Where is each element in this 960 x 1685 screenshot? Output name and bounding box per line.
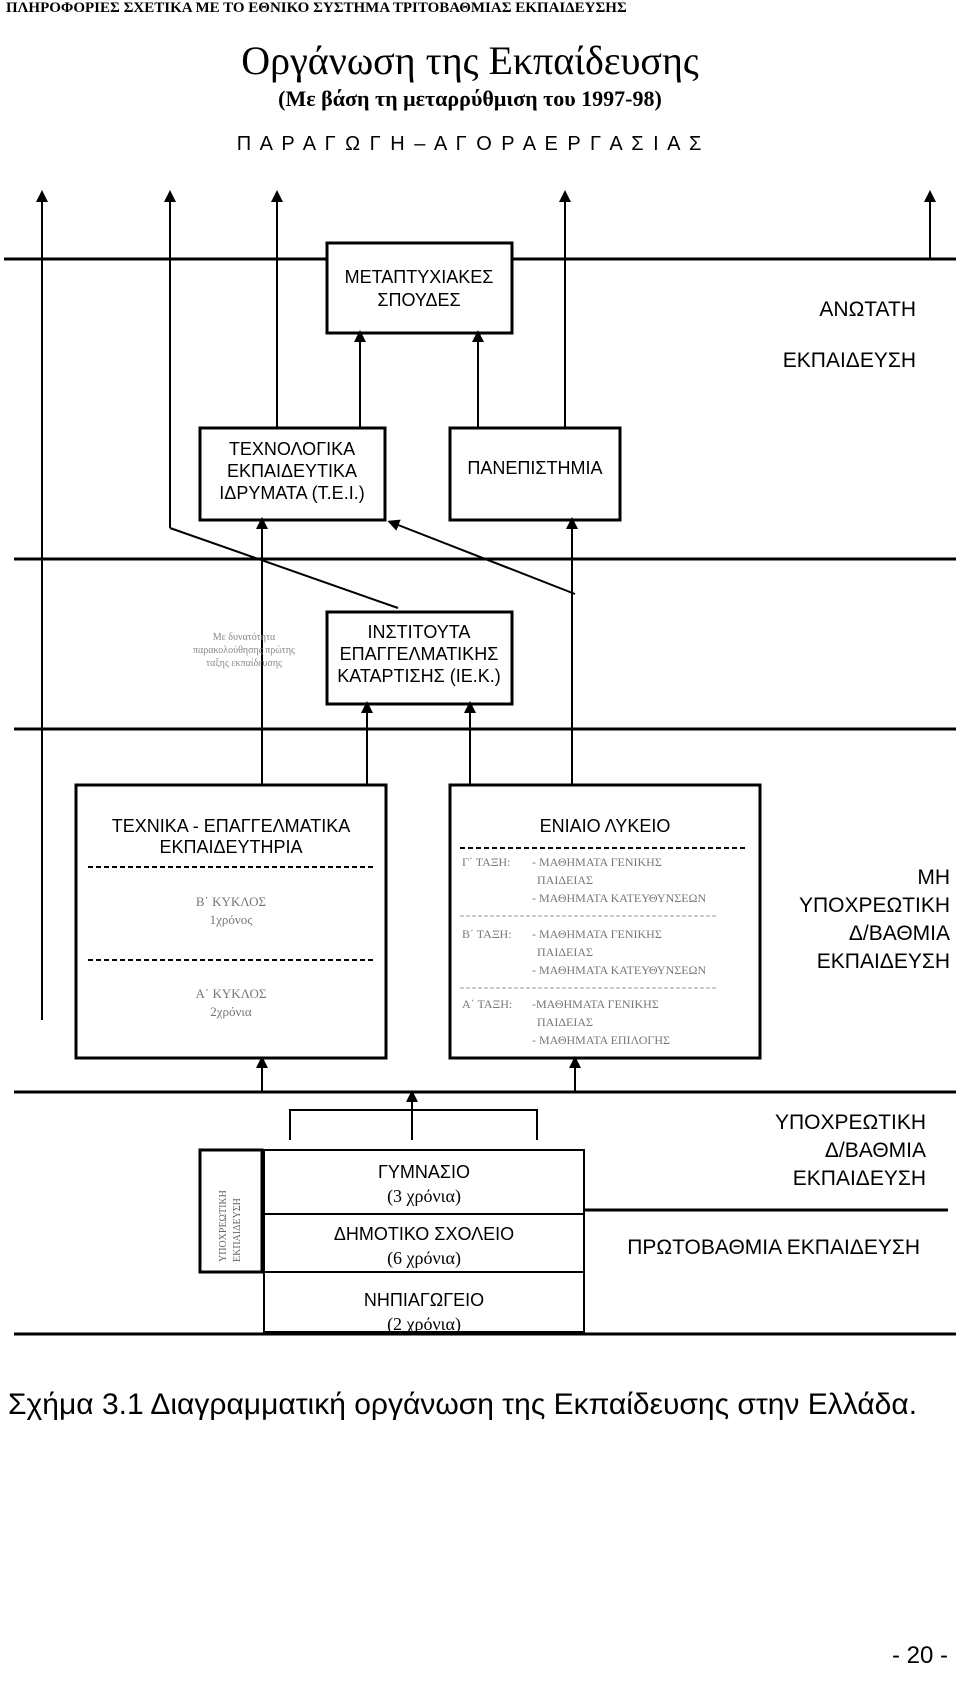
tei-line-1: ΤΕΧΝΟΛΟΓΙΚΑ [229, 439, 355, 459]
lyceum-grade-b-direction: - ΜΑΘΗΜΑΤΑ ΚΑΤΕΥΘΥΝΣΕΩΝ [532, 963, 706, 977]
lyceum-box: ΕΝΙΑΙΟ ΛΥΚΕΙΟ Γ΄ ΤΑΞΗ: - ΜΑΘΗΜΑΤΑ ΓΕΝΙΚΗ… [448, 783, 762, 1060]
level-labels: ΑΝΩΤΑΤΗ ΕΚΠΑΙΔΕΥΣΗ ΜΗ ΥΠΟΧΡΕΩΤΙΚΗ Δ/ΒΑΘΜ… [627, 298, 950, 1259]
compulsory-vertical-box: ΥΠΟΧΡΕΩΤΙΚΗ ΕΚΠΑΙΔΕΥΣΗ [198, 1148, 264, 1274]
gymnasium-duration: (3 χρόνια) [387, 1186, 461, 1207]
lyceum-grade-c-general: - ΜΑΘΗΜΑΤΑ ΓΕΝΙΚΗΣ [532, 855, 662, 869]
lyceum-grade-a-general: -ΜΑΘΗΜΑΤΑ ΓΕΝΙΚΗΣ [532, 997, 659, 1011]
level-separators [4, 257, 956, 1336]
iek-line-2: ΕΠΑΓΓΕΛΜΑΤΙΚΗΣ [340, 644, 499, 664]
iek-line-1: ΙΝΣΤΙΤΟΥΤΑ [368, 622, 471, 642]
compulsory-vertical-line-1: ΥΠΟΧΡΕΩΤΙΚΗ [218, 1190, 229, 1262]
iek-note-line-2: παρακολούθησης πρώτης [193, 645, 295, 656]
level-noncompulsory-line-4: ΕΚΠΑΙΔΕΥΣΗ [817, 950, 950, 973]
basic-education-stack: ΓΥΜΝΑΣΙΟ (3 χρόνια) ΔΗΜΟΤΙΚΟ ΣΧΟΛΕΙΟ (6 … [263, 1149, 585, 1335]
tee-cycle-b: Β΄ ΚΥΚΛΟΣ [196, 894, 266, 909]
level-noncompulsory-line-3: Δ/ΒΑΘΜΙΑ [849, 922, 950, 945]
connector-tee-to-tei [169, 527, 399, 609]
header-banner: ΠΛΗΡΟΦΟΡΙΕΣ ΣΧΕΤΙΚΑ ΜΕ ΤΟ ΕΘΝΙΚΟ ΣΥΣΤΗΜΑ… [6, 0, 627, 16]
postgraduate-box: ΜΕΤΑΠΤΥΧΙΑΚΕΣ ΣΠΟΥΔΕΣ [325, 241, 514, 335]
education-system-diagram: ΠΛΗΡΟΦΟΡΙΕΣ ΣΧΕΤΙΚΑ ΜΕ ΤΟ ΕΘΝΙΚΟ ΣΥΣΤΗΜΑ… [4, 0, 956, 1336]
tee-title-line-1: ΤΕΧΝΙΚΑ - ΕΠΑΓΓΕΛΜΑΤΙΚΑ [112, 816, 351, 836]
iek-note: Με δυνατότητα παρακολούθησης πρώτης ταξη… [193, 632, 295, 669]
lyceum-grade-b-general: - ΜΑΘΗΜΑΤΑ ΓΕΝΙΚΗΣ [532, 927, 662, 941]
lyceum-grade-a-electives: - ΜΑΘΗΜΑΤΑ ΕΠΙΛΟΓΗΣ [532, 1033, 670, 1047]
level-higher-line-1: ΑΝΩΤΑΤΗ [819, 298, 916, 321]
iek-line-3: ΚΑΤΑΡΤΙΣΗΣ (ΙΕ.Κ.) [337, 666, 501, 686]
gymnasium-label: ΓΥΜΝΑΣΙΟ [378, 1162, 470, 1182]
tei-line-2: ΕΚΠΑΙΔΕΥΤΙΚΑ [227, 461, 357, 481]
compulsory-vertical-line-2: ΕΚΠΑΙΔΕΥΣΗ [232, 1198, 243, 1262]
labor-market-arrows [36, 190, 936, 1020]
lyceum-grade-b-paideias: ΠΑΙΔΕΙΑΣ [537, 945, 593, 959]
connector-lines [169, 517, 578, 785]
labor-market-label: Π Α Ρ Α Γ Ω Γ Η – Α Γ Ο Ρ Α Ε Ρ Γ Α Σ Ι … [237, 133, 704, 155]
kindergarten-label: ΝΗΠΙΑΓΩΓΕΙΟ [364, 1290, 484, 1310]
lyceum-grade-a: Α΄ ΤΑΞΗ: [462, 997, 512, 1011]
level-compulsory-line-1: ΥΠΟΧΡΕΩΤΙΚΗ [775, 1111, 926, 1134]
lyceum-grade-c-direction: - ΜΑΘΗΜΑΤΑ ΚΑΤΕΥΘΥΝΣΕΩΝ [532, 891, 706, 905]
tee-cycle-a: Α΄ ΚΥΚΛΟΣ [196, 986, 267, 1001]
lyceum-grade-c: Γ΄ ΤΑΞΗ: [462, 855, 510, 869]
level-noncompulsory-line-1: ΜΗ [917, 866, 950, 889]
primary-school-label: ΔΗΜΟΤΙΚΟ ΣΧΟΛΕΙΟ [334, 1224, 514, 1244]
lyceum-grade-b: Β΄ ΤΑΞΗ: [462, 927, 512, 941]
lyceum-grade-c-paideias: ΠΑΙΔΕΙΑΣ [537, 873, 593, 887]
figure-caption: Σχήμα 3.1 Διαγραμματική οργάνωση της Εκπ… [8, 1388, 918, 1421]
level-primary-label: ΠΡΩΤΟΒΑΘΜΙΑ ΕΚΠΑΙΔΕΥΣΗ [627, 1236, 920, 1259]
lyceum-title: ΕΝΙΑΙΟ ΛΥΚΕΙΟ [540, 816, 671, 836]
lyceum-grade-a-paideias: ΠΑΙΔΕΙΑΣ [537, 1015, 593, 1029]
gymnasium-outflow [256, 1056, 581, 1140]
level-compulsory-line-3: ΕΚΠΑΙΔΕΥΣΗ [793, 1167, 926, 1190]
tee-cycle-a-duration: 2χρόνια [210, 1004, 252, 1019]
tei-box: ΤΕΧΝΟΛΟΓΙΚΑ ΕΚΠΑΙΔΕΥΤΙΚΑ ΙΔΡΥΜΑΤΑ (Τ.Ε.Ι… [198, 426, 387, 522]
diagram-subtitle: (Με βάση τη μεταρρύθμιση του 1997-98) [278, 86, 662, 111]
postgraduate-line-1: ΜΕΤΑΠΤΥΧΙΑΚΕΣ [345, 267, 494, 287]
diagram-title: Οργάνωση της Εκπαίδευσης [241, 38, 699, 83]
tee-box: ΤΕΧΝΙΚΑ - ΕΠΑΓΓΕΛΜΑΤΙΚΑ ΕΚΠΑΙΔΕΥΤΗΡΙΑ Β΄… [74, 783, 388, 1060]
arrow-diag-to-university [387, 519, 576, 595]
tei-line-3: ΙΔΡΥΜΑΤΑ (Τ.Ε.Ι.) [219, 483, 364, 503]
iek-box: ΙΝΣΤΙΤΟΥΤΑ ΕΠΑΓΓΕΛΜΑΤΙΚΗΣ ΚΑΤΑΡΤΙΣΗΣ (ΙΕ… [325, 610, 514, 706]
iek-note-line-1: Με δυνατότητα [213, 632, 276, 643]
primary-school-duration: (6 χρόνια) [387, 1248, 461, 1269]
tee-title-line-2: ΕΚΠΑΙΔΕΥΤΗΡΙΑ [159, 837, 302, 857]
iek-note-line-3: ταξης εκπαίδευσης [206, 658, 282, 669]
level-compulsory-line-2: Δ/ΒΑΘΜΙΑ [825, 1139, 926, 1162]
level-noncompulsory-line-2: ΥΠΟΧΡΕΩΤΙΚΗ [799, 894, 950, 917]
tee-cycle-b-duration: 1χρόνος [210, 912, 254, 927]
page-number: - 20 - [891, 1642, 948, 1669]
university-box: ΠΑΝΕΠΙΣΤΗΜΙΑ [448, 426, 622, 522]
university-label: ΠΑΝΕΠΙΣΤΗΜΙΑ [467, 458, 602, 478]
level-higher-line-2: ΕΚΠΑΙΔΕΥΣΗ [783, 349, 916, 372]
kindergarten-duration: (2 χρόνια) [387, 1314, 461, 1335]
postgraduate-line-2: ΣΠΟΥΔΕΣ [377, 290, 460, 310]
